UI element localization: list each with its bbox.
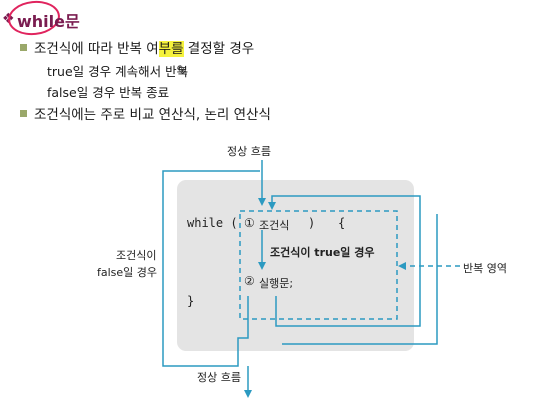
true-case-label: 조건식이 true일 경우 (270, 246, 375, 259)
code-while: while ( (187, 216, 238, 230)
cond-marker: ① (244, 216, 255, 230)
bullet-2: 조건식에는 주로 비교 연산식, 논리 연산식 (20, 103, 271, 123)
false-path-line (162, 170, 260, 367)
loop-area-box (239, 210, 398, 320)
open-brace: { (338, 216, 346, 230)
bullet-2-text: 조건식에는 주로 비교 연산식, 논리 연산식 (34, 107, 271, 123)
false-case-line1: 조건식이 (116, 249, 157, 262)
exec-marker: ② (244, 274, 255, 288)
cond-label: 조건식 (259, 219, 290, 232)
loop-back-line (268, 195, 421, 327)
close-paren: ) (308, 216, 316, 230)
square-bullet-icon (20, 44, 27, 51)
bullet-1: 조건식에 따라 반복 여부를 결정할 경우 (20, 37, 254, 57)
flow-out-label: 정상 흐름 (197, 371, 241, 384)
exec-label: 실행문; (259, 277, 294, 290)
pencil-cursor-icon: ✎ (176, 62, 189, 80)
highlighted-text: 부를 (158, 41, 184, 57)
diamond-bullet-icon: ❖ (2, 11, 15, 27)
false-case-line2: false일 경우 (97, 266, 158, 279)
code-block-background (177, 180, 414, 351)
square-bullet-icon (20, 110, 27, 117)
slide-title: while문 (17, 12, 80, 31)
sub-bullet-1: true일 경우 계속해서 반복 (47, 64, 189, 79)
outer-loop-line (282, 214, 438, 345)
close-brace: } (187, 294, 195, 308)
flow-in-label: 정상 흐름 (227, 145, 271, 158)
loop-area-label: 반복 영역 (463, 262, 507, 275)
sub-bullet-2: false일 경우 반복 종료 (47, 85, 170, 100)
bullet-1-text: 조건식에 따라 반복 여부를 결정할 경우 (34, 41, 255, 57)
